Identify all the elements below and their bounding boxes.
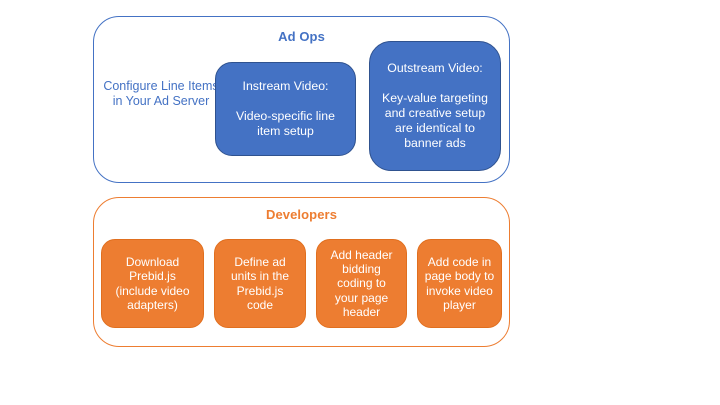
step-download-prebid-text: Download Prebid.js (include video adapte… <box>115 254 190 312</box>
step-define-ad-units-box: Define ad units in the Prebid.js code <box>214 239 306 328</box>
developers-panel-title: Developers <box>265 207 338 222</box>
step-add-page-body-code-box: Add code in page body to invoke video pl… <box>417 239 502 328</box>
developers-steps-row: Download Prebid.js (include video adapte… <box>101 239 504 328</box>
step-add-header-bidding-text: Add header bidding coding to your page h… <box>330 247 393 320</box>
step-add-page-body-code-text: Add code in page body to invoke video pl… <box>424 254 495 312</box>
instream-video-text: Instream Video: Video-specific line item… <box>236 79 335 138</box>
outstream-video-text: Outstream Video: Key-value targeting and… <box>382 61 488 150</box>
step-define-ad-units-text: Define ad units in the Prebid.js code <box>230 254 290 312</box>
step-add-header-bidding-box: Add header bidding coding to your page h… <box>316 239 407 328</box>
ad-ops-side-note: Configure Line Items in Your Ad Server <box>103 79 219 108</box>
step-download-prebid-box: Download Prebid.js (include video adapte… <box>101 239 204 328</box>
ad-ops-panel: Ad Ops Configure Line Items in Your Ad S… <box>93 16 510 183</box>
ad-ops-panel-title: Ad Ops <box>278 29 325 44</box>
outstream-video-box: Outstream Video: Key-value targeting and… <box>369 41 501 171</box>
developers-panel: Developers Download Prebid.js (include v… <box>93 197 510 347</box>
instream-video-box: Instream Video: Video-specific line item… <box>215 62 356 156</box>
